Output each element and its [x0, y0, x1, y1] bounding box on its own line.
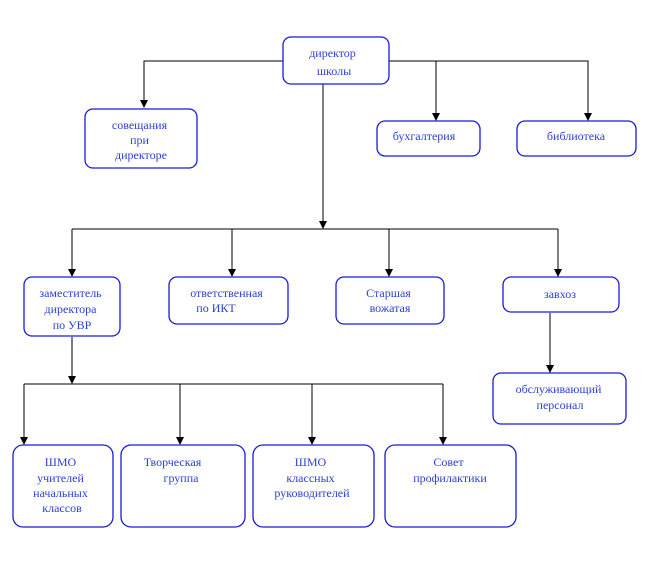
svg-text:директор школы: директор школы: [309, 46, 359, 78]
svg-text:Творческая группа: Творческая группа: [144, 455, 205, 485]
node-prevention-line-1: Совет: [433, 455, 464, 469]
node-deputy-line-3: по УВР: [53, 318, 92, 332]
node-library: библиотека: [516, 120, 637, 157]
svg-text:библиотека: библиотека: [547, 129, 606, 143]
node-primary-line-2: учителей: [37, 471, 84, 485]
node-primary-line-4: классов: [42, 501, 82, 515]
node-creative: Творческая группа: [120, 444, 246, 528]
node-ict: ответственная по ИКТ: [168, 276, 289, 325]
node-primary: ШМО учителей начальных классов: [12, 444, 114, 528]
node-deputy-line-2: директора: [45, 302, 98, 316]
node-service: обслуживающий персонал: [492, 372, 627, 425]
node-council-line-3: директоре: [115, 148, 167, 162]
node-homeroom-line-3: руководителей: [274, 486, 350, 500]
connectors: [20, 60, 592, 445]
node-deputy-line-1: заместитель: [39, 286, 102, 300]
connector-director-council: [140, 60, 283, 108]
node-council-line-2: при: [130, 133, 149, 147]
node-service-line-1: обслуживающий: [516, 382, 602, 396]
node-creative-line-2: группа: [164, 471, 200, 485]
node-director: директор школы: [282, 36, 390, 85]
svg-text:ответственная по ИКТ: ответственная по ИКТ: [190, 286, 266, 315]
svg-text:ШМО учителей начал: ШМО учителей начальных классов: [33, 455, 91, 515]
node-homeroom-line-2: классных: [286, 471, 334, 485]
node-counselor: Старшая вожатая: [335, 276, 445, 325]
node-council: совещания при директоре: [84, 108, 198, 169]
svg-text:ШМО классных руков: ШМО классных руководителей: [274, 455, 350, 500]
node-prevention: Совет профилактики: [384, 444, 517, 528]
node-prevention-line-2: профилактики: [413, 471, 487, 485]
connector-director-library: [389, 60, 592, 121]
node-supply-line-1: завхоз: [544, 287, 576, 301]
node-ict-line-2: по ИКТ: [196, 301, 236, 315]
svg-text:бухгалтерия: бухгалтерия: [393, 129, 456, 143]
svg-text:завхоз: завхоз: [544, 287, 576, 301]
node-deputy: заместитель директора по УВР: [23, 276, 121, 337]
svg-text:Старшая вожатая: Старшая вожатая: [366, 286, 414, 315]
node-ict-line-1: ответственная: [190, 286, 263, 300]
node-supply: завхоз: [502, 276, 620, 313]
node-library-line-1: библиотека: [547, 129, 606, 143]
node-accounting: бухгалтерия: [376, 120, 481, 157]
node-primary-line-1: ШМО: [45, 455, 77, 469]
node-service-line-2: персонал: [537, 398, 584, 412]
node-primary-line-3: начальных: [33, 486, 88, 500]
node-director-line-2: школы: [317, 64, 351, 78]
node-council-line-1: совещания: [112, 118, 168, 132]
node-accounting-line-1: бухгалтерия: [393, 129, 456, 143]
node-counselor-line-2: вожатая: [370, 301, 411, 315]
svg-text:совещания при дире: совещания при директоре: [112, 118, 170, 162]
svg-text:заместитель директора: заместитель директора по УВР: [39, 286, 104, 332]
svg-text:обслуживающий персонал: обслуживающий персонал: [516, 382, 605, 412]
svg-text:Совет профилактики: Совет профилактики: [413, 455, 487, 485]
node-counselor-line-1: Старшая: [366, 286, 411, 300]
node-creative-line-1: Творческая: [144, 455, 202, 469]
node-homeroom-line-1: ШМО: [295, 455, 327, 469]
node-homeroom: ШМО классных руководителей: [252, 444, 375, 528]
node-director-line-1: директор: [309, 46, 356, 60]
